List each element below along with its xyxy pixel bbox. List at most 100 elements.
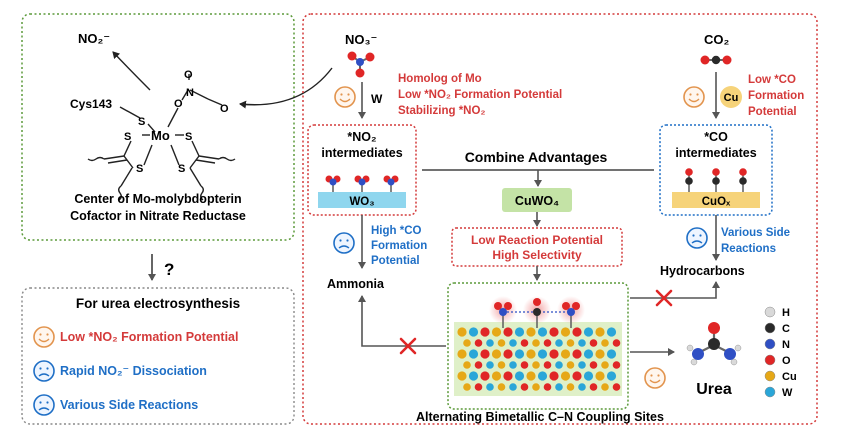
surface-atom [491, 371, 502, 381]
blocked-ammonia-path [358, 295, 446, 347]
s-left-top-label: S [124, 131, 131, 143]
surface-atom [555, 361, 563, 369]
surface-atom [520, 361, 529, 369]
surface-atom [572, 371, 582, 381]
surface-atom [589, 361, 598, 369]
happy-face-icon [33, 326, 55, 348]
urea-label: Urea [696, 381, 732, 398]
cu-badge: Cu [724, 92, 739, 104]
co2-molecule [700, 55, 732, 65]
w-benefit-1: Homolog of Mo [398, 73, 482, 85]
co-intermediates-subtitle: intermediates [675, 146, 756, 160]
co2-label: CO₂ [704, 32, 730, 47]
no2-intermediates-title: *NO₂ [347, 130, 376, 144]
legend-swatch-w [764, 386, 776, 398]
surface-atom [509, 383, 517, 391]
surface-atom [543, 361, 552, 369]
surface-atom [612, 383, 621, 391]
surface-atom [566, 339, 575, 347]
sad-face-icon [33, 394, 55, 416]
reaction-potential-line2: High Selectivity [492, 248, 582, 262]
cu-badge-circle [720, 86, 742, 108]
surface-atom [595, 371, 605, 381]
urea-box-title: For urea electrosynthesis [76, 296, 240, 311]
o-double-label: O [220, 103, 229, 115]
surface-atom [606, 349, 617, 359]
surface-atom [537, 371, 548, 381]
surface-atom [549, 371, 559, 381]
wo3-slab [318, 192, 406, 208]
cu-drawback-1: Various Side [721, 227, 790, 239]
surface-atom [578, 361, 586, 369]
surface-atom [549, 327, 559, 337]
wo3-drawback-3: Potential [371, 255, 420, 267]
combine-advantages-label: Combine Advantages [465, 149, 608, 165]
reaction-potential-line1: Low Reaction Potential [471, 233, 603, 247]
surface-atom [532, 339, 540, 347]
hydrocarbons-label: Hydrocarbons [660, 264, 745, 278]
surface-atom [537, 327, 548, 337]
surface-atom [543, 383, 552, 391]
wo3-label: WO₃ [349, 196, 374, 208]
surface-atom [497, 383, 506, 391]
happy-face-icon [683, 86, 705, 108]
surface-atom [583, 371, 594, 381]
surface-atom [606, 327, 617, 337]
surface-atom [463, 339, 471, 347]
mo-center-label: Mo [151, 128, 170, 143]
blocked-hydrocarbon-path [630, 281, 720, 299]
surface-atom [526, 327, 536, 337]
surface-atom [555, 339, 563, 347]
w-badge: W [371, 92, 383, 106]
surface-atom [532, 383, 540, 391]
surface-atom [606, 371, 617, 381]
surface-atom [549, 349, 559, 359]
blocked-cross-icon [655, 289, 673, 307]
nitrate-to-enzyme-arrow [239, 67, 333, 109]
surface-atom [474, 383, 483, 391]
surface-atom [486, 383, 494, 391]
s-left-bottom-label: S [136, 163, 143, 175]
surface-atom [612, 361, 621, 369]
o-terminal-label: O [184, 69, 193, 81]
surface-atom [503, 349, 513, 359]
surface-atom [497, 361, 506, 369]
catalyst-surface [457, 327, 621, 391]
surface-atom [612, 339, 621, 347]
sad-face-icon [333, 232, 355, 254]
design-panel [302, 13, 818, 425]
sad-face-icon [686, 227, 708, 249]
surface-atom [595, 327, 605, 337]
legend-label-o: O [782, 355, 791, 367]
surface-atom [509, 339, 517, 347]
cuox-label: CuOₓ [702, 196, 731, 208]
surface-atom [463, 361, 471, 369]
urea-item-1: Low *NO₂ Formation Potential [60, 330, 238, 344]
surface-atom [520, 339, 529, 347]
legend-label-n: N [782, 339, 790, 351]
surface-atom [491, 349, 502, 359]
legend-swatch-o [764, 354, 776, 366]
cuwo4-label: CuWO₄ [515, 194, 559, 208]
cu-benefit-1: Low *CO [748, 74, 796, 86]
surface-atom [555, 383, 563, 391]
w-benefit-2: Low *NO₂ Formation Potential [398, 89, 562, 101]
legend-label-h: H [782, 307, 790, 319]
legend-swatch-h [764, 306, 776, 318]
coupling-site-box [447, 282, 629, 410]
surface-atom [526, 371, 536, 381]
surface-atom [457, 327, 467, 337]
surface-atom [463, 383, 471, 391]
surface-atom [578, 339, 586, 347]
legend-swatch-cu [764, 370, 776, 382]
enzyme-caption-line2: Cofactor in Nitrate Reductase [70, 209, 246, 223]
enzyme-caption-line1: Center of Mo-molybdopterin [74, 192, 241, 206]
surface-atom [532, 361, 540, 369]
enzyme-panel [21, 13, 295, 241]
surface-atom [480, 327, 490, 337]
surface-atom [514, 349, 525, 359]
surface-atom [503, 371, 513, 381]
ammonia-label: Ammonia [327, 277, 385, 291]
surface-atom [457, 371, 467, 381]
surface-atom [583, 349, 594, 359]
